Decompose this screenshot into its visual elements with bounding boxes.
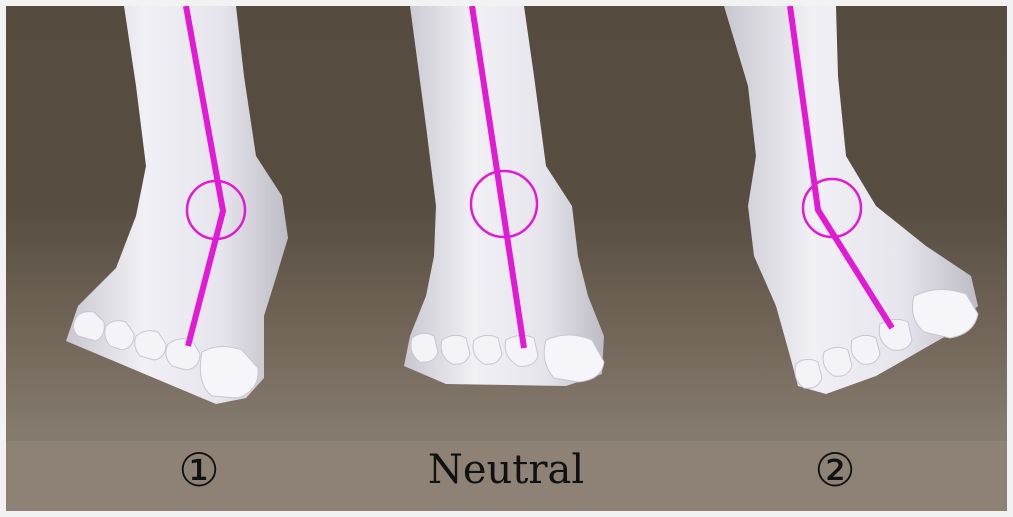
foot-right [724, 6, 978, 394]
label-left-variant: ① [164, 438, 234, 502]
feet-illustration [6, 6, 1007, 511]
foot-center [404, 6, 604, 386]
label-neutral: Neutral [406, 438, 606, 502]
label-right-variant: ② [800, 438, 870, 502]
foot-left [66, 6, 288, 404]
diagram-frame: ① Neutral ② [6, 6, 1007, 511]
